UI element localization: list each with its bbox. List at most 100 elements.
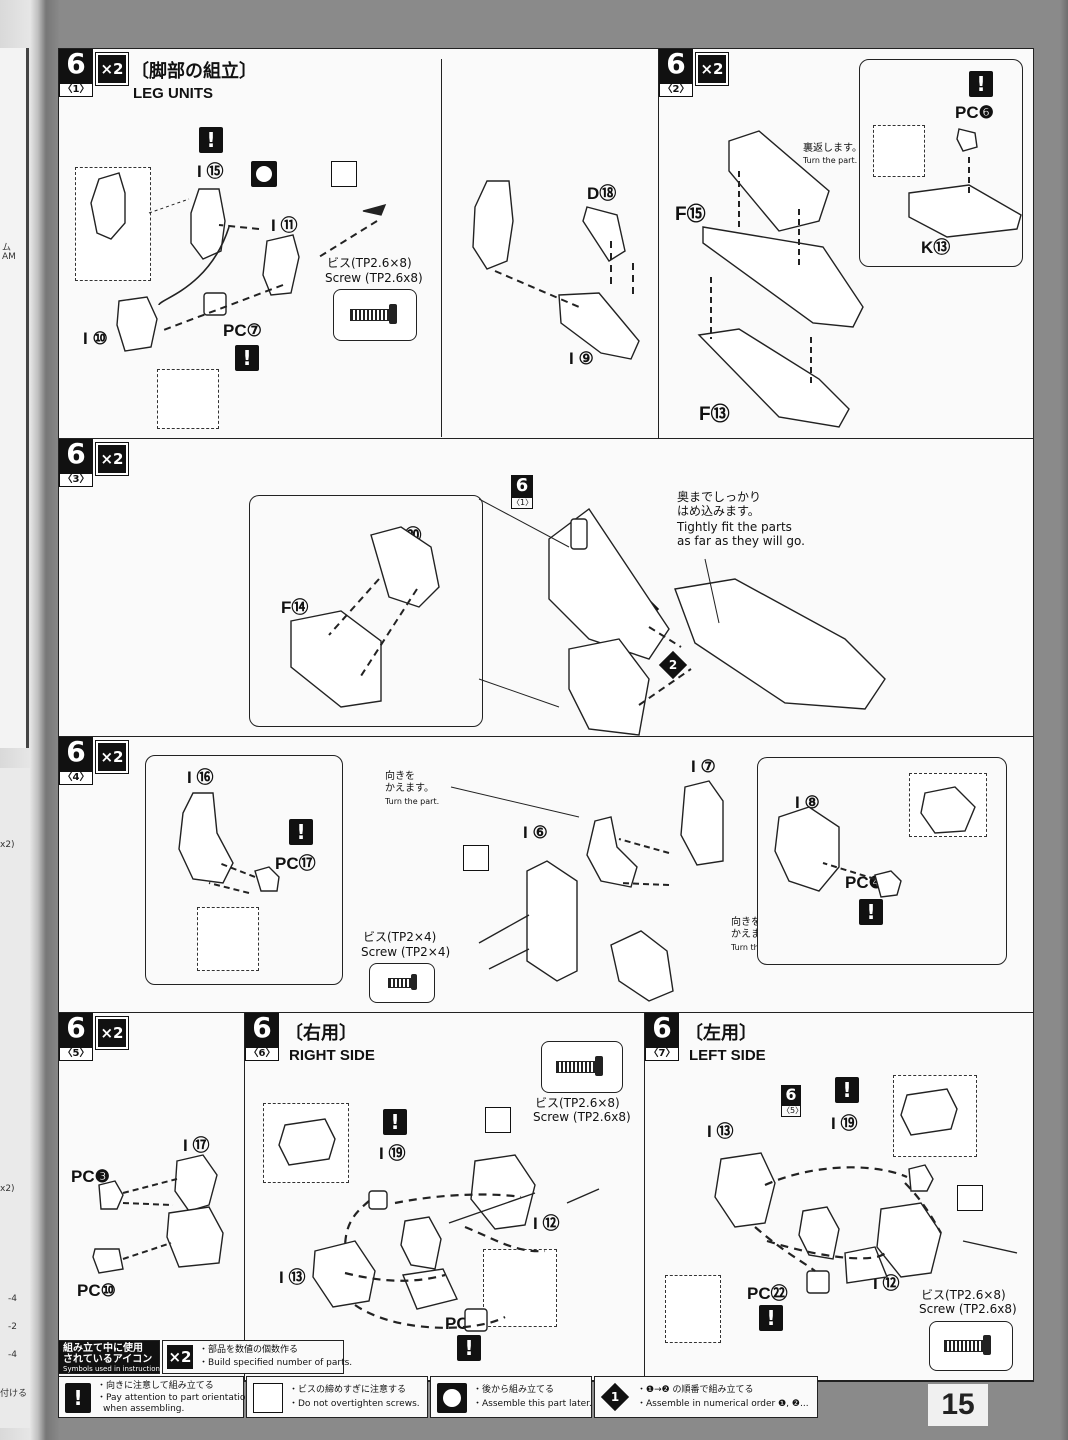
- step-number: 6: [59, 737, 93, 773]
- step-substep: 〈5〉: [59, 1047, 93, 1061]
- step-header: 6 ×2 〈5〉: [59, 1013, 129, 1061]
- step-6-1-parts-art: [90, 172, 640, 360]
- screw-label-jp: ビス(TP2.6×8): [327, 256, 412, 270]
- step-6-4-panel: 6 ×2 〈4〉 I ⑯ ! PC⑰ 向きを かえます。 Turn the pa…: [59, 737, 1033, 1013]
- order-marker-2-label: 2: [668, 658, 678, 672]
- face-note-jp-1: 向きを: [731, 917, 761, 928]
- step-number: 6: [59, 439, 93, 475]
- legend-order-en: ・Assemble in numerical order ❶, ❷...: [637, 1399, 809, 1409]
- step-title-en: LEG UNITS: [133, 85, 214, 102]
- screw-actual-size-box: [541, 1041, 623, 1093]
- screw-label-jp: ビス(TP2.6×8): [535, 1096, 620, 1110]
- legend-order: 1 ・❶→❷ の順番で組み立てる ・Assemble in numerical …: [594, 1376, 818, 1418]
- part-label-pc22: PC㉒: [747, 1284, 788, 1303]
- orientation-warning-icon: !: [289, 819, 313, 845]
- part-label-pc17: PC⑰: [275, 854, 316, 873]
- orientation-warning-icon: !: [969, 71, 993, 97]
- legend-x2: ×2 ・部品を数値の個数作る ・Build specified number o…: [162, 1340, 352, 1374]
- part-label-i11: I ⑪: [271, 216, 298, 235]
- legend-title-jp-2: されているアイコン: [63, 1354, 153, 1365]
- assemble-later-icon: [251, 161, 277, 187]
- screw-label-jp: ビス(TP2×4): [363, 930, 437, 944]
- part-label-pc3: PC❸: [71, 1167, 110, 1186]
- step-substep: 〈6〉: [245, 1047, 279, 1061]
- step-substep: 〈3〉: [59, 473, 93, 487]
- part-label-f13: F⑬: [699, 404, 730, 425]
- screw-label-en: Screw (TP2.6x8): [919, 1302, 1017, 1316]
- screw-label-jp: ビス(TP2.6×8): [921, 1288, 1006, 1302]
- step-title-en: LEFT SIDE: [689, 1047, 766, 1064]
- legend-x2-jp: ・部品を数値の個数作る: [199, 1345, 299, 1355]
- legend-later-en: ・Assemble this part later.: [473, 1399, 592, 1409]
- screw-label-en: Screw (TP2.6x8): [325, 271, 423, 285]
- fit-note-jp-2: はめ込みます。: [677, 504, 760, 518]
- multiplier-badge: ×2: [95, 442, 129, 476]
- reference-substep: 〈1〉: [511, 497, 534, 509]
- reference-step-number: 6: [511, 475, 533, 497]
- part-label-i13: I ⑬: [279, 1268, 306, 1287]
- step-header: 6 ×2 〈4〉: [59, 737, 129, 785]
- screw-actual-size-box: [333, 289, 417, 341]
- legend-order-jp: ・❶→❷ の順番で組み立てる: [637, 1385, 754, 1395]
- step-substep: 〈7〉: [645, 1047, 679, 1061]
- legend-later-jp: ・後から組み立てる: [473, 1385, 555, 1395]
- face-note-jp-2: かえます。: [385, 783, 434, 794]
- legend-warning-jp: ・向きに注意して組み立てる: [97, 1381, 214, 1391]
- part-label-pc7: PC⑦: [223, 321, 262, 340]
- step-number: 6: [659, 49, 693, 85]
- legend-warning-en-1: ・Pay attention to part orientation: [97, 1393, 252, 1403]
- legend-title-en: Symbols used in instructions: [63, 1365, 164, 1373]
- part-label-f14: F⑭: [281, 598, 309, 617]
- legend-screw-en: ・Do not overtighten screws.: [289, 1399, 420, 1409]
- part-label-i17: I ⑰: [183, 1136, 210, 1155]
- previous-page-edge: ム AM: [0, 48, 29, 748]
- step-substep: 〈2〉: [659, 83, 693, 97]
- orientation-warning-icon: !: [859, 899, 883, 925]
- assemble-later-icon: [437, 1383, 467, 1413]
- step-6-7-parts-art: [714, 1088, 1018, 1294]
- edge-text: -4: [8, 1350, 17, 1360]
- part-label-i7: I ⑦: [691, 757, 716, 776]
- edge-text: x2): [0, 840, 15, 850]
- screw-caution-icon: [485, 1107, 511, 1133]
- orientation-warning-icon: !: [457, 1335, 481, 1361]
- part-label-i19: I ⑲: [831, 1114, 858, 1133]
- legend-title: 組み立て中に使用 されているアイコン Symbols used in instr…: [58, 1340, 164, 1374]
- edge-text: AM: [2, 252, 16, 262]
- step-6-3-parts-art: [290, 498, 886, 736]
- multiplier-badge: ×2: [167, 1345, 193, 1369]
- part-label-i10: I ⑩: [83, 329, 108, 348]
- multiplier-badge: ×2: [95, 1016, 129, 1050]
- edge-text: -4: [8, 1294, 17, 1304]
- page-number: 15: [928, 1384, 988, 1426]
- fit-note-jp-1: 奥までしっかり: [677, 490, 762, 504]
- part-label-i12: I ⑫: [533, 1214, 560, 1233]
- order-marker-icon-label: 1: [610, 1390, 620, 1404]
- part-label-f15: F⑮: [675, 204, 706, 225]
- step-title-jp: 〔左用〕: [685, 1023, 757, 1044]
- orientation-inset: [665, 1275, 721, 1343]
- legend-warning-en-2: when assembling.: [103, 1404, 185, 1414]
- part-label-d18: D⑱: [587, 184, 617, 203]
- orientation-inset: [873, 125, 925, 177]
- face-note-en: Turn the part.: [385, 797, 440, 806]
- multiplier-badge: ×2: [695, 52, 729, 86]
- part-label-i16: I ⑯: [187, 768, 214, 787]
- face-note-jp-1: 向きを: [385, 771, 415, 782]
- screw-label-en: Screw (TP2.6x8): [533, 1110, 631, 1124]
- orientation-warning-icon: !: [235, 345, 259, 371]
- orientation-warning-icon: !: [383, 1109, 407, 1135]
- step-number: 6: [59, 1013, 93, 1049]
- step-6-1-panel: 6 ×2 〈1〉 〔脚部の組立〕 LEG UNITS ! I ⑮ I ⑪ I ⑩…: [59, 49, 659, 439]
- part-label-i13: I ⑬: [707, 1122, 734, 1141]
- step-6-2-parts-art: [697, 128, 1022, 428]
- edge-text: ム: [2, 243, 12, 253]
- part-label-i8: I ⑧: [795, 793, 820, 812]
- part-label-pc6: PC❻: [955, 103, 994, 122]
- symbol-legend: 組み立て中に使用 されているアイコン Symbols used in instr…: [58, 1340, 818, 1420]
- fit-note-en-2: as far as they will go.: [677, 534, 805, 548]
- screw-caution-icon: [331, 161, 357, 187]
- face-note-jp-2: かえます。: [731, 929, 780, 940]
- step-header: 6 ×2 〈3〉: [59, 439, 129, 487]
- step-6-6-panel: 6 〈6〉 〔右用〕 RIGHT SIDE ビス(TP2.6×8) Screw …: [245, 1013, 645, 1381]
